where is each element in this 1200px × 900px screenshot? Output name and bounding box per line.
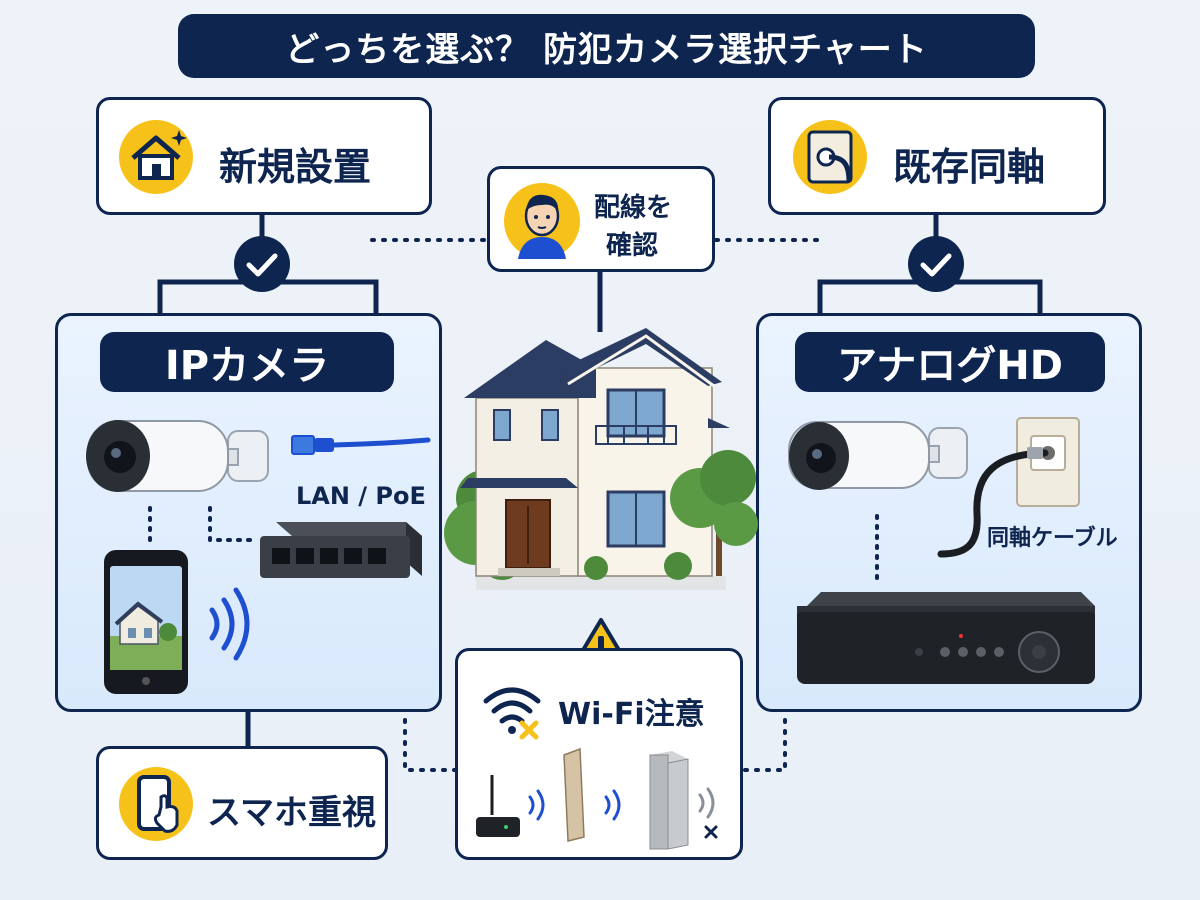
left-check-icon (234, 236, 290, 292)
smartphone-icon (104, 550, 188, 694)
existing-coax-label: 既存同軸 (893, 145, 1046, 189)
analog-dotted-link (875, 514, 879, 582)
coax-outlet-wall-icon (937, 417, 1080, 558)
wifi-caution-card[interactable]: Wi-Fi注意 (455, 648, 743, 860)
ip-dotted-links (148, 506, 256, 544)
check-wiring-line1: 配線を (594, 193, 673, 223)
house-sparkle-icon (119, 120, 193, 194)
thinking-person-icon (504, 183, 580, 259)
new-install-card[interactable]: 新規設置 (96, 97, 432, 215)
new-install-label: 新規設置 (219, 145, 372, 189)
right-check-icon (908, 236, 964, 292)
page-title: どっちを選ぶ？ 防犯カメラ選択チャート (178, 14, 1035, 78)
analog-hd-panel[interactable]: アナログHD 同軸ケーブル (756, 313, 1142, 712)
lan-cable-icon (291, 435, 431, 455)
dvr-recorder-icon (797, 592, 1095, 684)
coax-outlet-icon (793, 120, 867, 194)
lan-poe-label: LAN / PoE (296, 482, 426, 510)
existing-coax-card[interactable]: 既存同軸 (768, 97, 1106, 215)
house-illustration (444, 328, 758, 590)
check-wiring-card[interactable]: 配線を 確認 (487, 166, 715, 272)
ip-camera-panel[interactable]: IPカメラ LAN / PoE (55, 313, 442, 712)
poe-switch-icon (260, 522, 422, 578)
wireless-signal-icon (209, 587, 250, 661)
check-wiring-line2: 確認 (606, 231, 659, 261)
analog-camera-icon (788, 421, 968, 490)
smartphone-priority-label: スマホ重視 (207, 793, 376, 833)
wifi-x-icon (483, 687, 541, 740)
wifi-caution-label: Wi-Fi注意 (558, 697, 705, 732)
analog-hd-title: アナログHD (795, 332, 1105, 392)
ip-camera-title: IPカメラ (100, 332, 394, 392)
bullet-camera-icon (86, 420, 269, 492)
coax-cable-label: 同軸ケーブル (987, 526, 1118, 551)
router-wall-scene (476, 747, 718, 850)
smartphone-touch-icon (119, 767, 193, 841)
smartphone-priority-card[interactable]: スマホ重視 (96, 746, 388, 860)
